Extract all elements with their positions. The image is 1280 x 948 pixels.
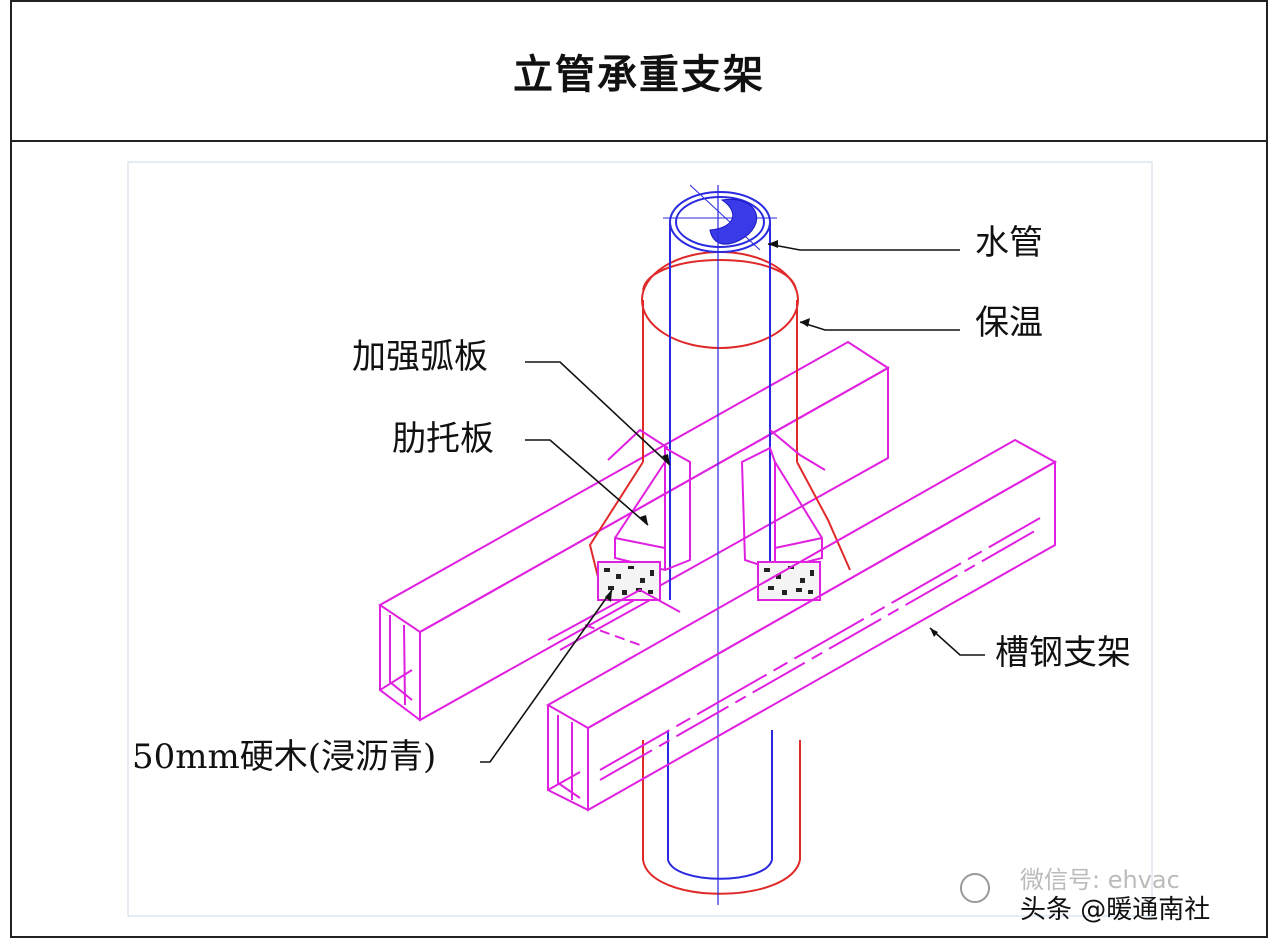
front-channel-steel [545, 438, 1058, 812]
rear-channel-steel [378, 340, 890, 722]
label-rib-plate: 肋托板 [392, 419, 494, 459]
pipe-section-hatch [709, 198, 758, 245]
title-row: 立管承重支架 [12, 2, 1266, 142]
label-arc-plate: 加强弧板 [352, 337, 488, 377]
label-insulation: 保温 [975, 303, 1043, 343]
leader-lines [480, 243, 985, 763]
leader-arrows [605, 240, 938, 637]
drawing-area [127, 161, 1153, 917]
watermark-source: 头条 @暖通南社 [1020, 895, 1210, 925]
label-water-pipe: 水管 [975, 223, 1043, 263]
diagram-frame: 立管承重支架 [10, 0, 1268, 938]
rib-plates [607, 428, 826, 572]
label-channel-steel: 槽钢支架 [995, 633, 1131, 673]
watermark: 微信号: ehvac 头条 @暖通南社 [960, 866, 1210, 925]
watermark-faint: 微信号: ehvac [1020, 866, 1180, 894]
wechat-icon [960, 873, 990, 903]
water-pipe [663, 184, 777, 880]
label-hardwood: 50mm硬木(浸沥青) [132, 737, 436, 777]
diagram-title: 立管承重支架 [513, 52, 765, 98]
